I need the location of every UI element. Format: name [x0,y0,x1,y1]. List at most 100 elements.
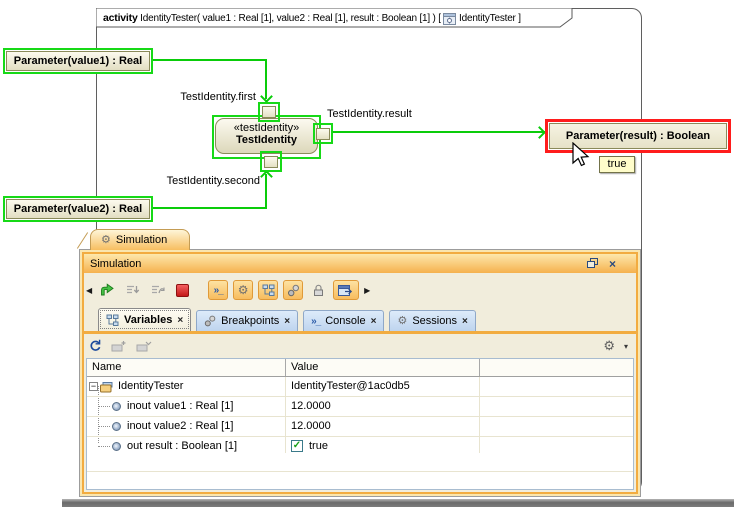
float-window-icon[interactable] [586,258,599,269]
parameter-value2-node[interactable]: Parameter(value2) : Real [3,196,153,222]
row-value: 12.0000 [291,400,331,412]
tab-breakpoints[interactable]: Breakpoints × [196,310,299,331]
flow-value1-drop [265,59,267,99]
header-divider-1[interactable] [285,359,286,376]
mouse-cursor [572,142,590,167]
result-checkbox[interactable]: ✓ [291,440,303,452]
panel-tabs: Variables × Breakpoints × »_ Console × ⚙… [84,307,636,331]
frame-signature: IdentityTester( value1 : Real [1], value… [137,13,444,24]
activity-diagram-icon [443,12,457,25]
slot-icon [112,442,121,451]
parameter-value1-label: Parameter(value1) : Real [6,51,150,71]
flow-value2-rise [265,174,267,209]
step-into-icon [126,285,139,294]
open-in-new-window-icon [338,284,353,296]
pin-first[interactable] [258,102,280,122]
active-tab-strip [84,331,636,334]
simulation-toolbar: ◀ »_ ⚙ [84,273,636,307]
console-icon: »_ [311,315,321,327]
row-value: 12.0000 [291,420,331,432]
column-header-name[interactable]: Name [92,361,122,373]
breakpoints-toggle-button[interactable] [283,280,304,300]
add-watch-icon[interactable] [111,340,127,353]
variables-tree-icon [106,314,119,326]
action-testidentity[interactable]: «testIdentity» TestIdentity [215,118,318,154]
row-name: inout value1 : Real [1] [127,400,234,412]
simulation-config-gear-icon: ⚙ [237,283,249,297]
open-in-new-window-button[interactable] [333,280,360,300]
sessions-gear-icon: ⚙ [397,315,408,327]
table-header: Name Value [87,359,633,377]
tab-variables[interactable]: Variables × [98,308,192,331]
tab-console-close-icon[interactable]: × [370,315,377,327]
action-name: TestIdentity [236,134,297,146]
flow-value2 [151,207,267,209]
header-divider-2[interactable] [479,359,480,376]
variables-toolbar: ⚙ ▾ [84,334,636,358]
resume-button[interactable] [97,280,117,300]
tree-vertical-dots [98,386,99,443]
row-name: IdentityTester [118,380,184,392]
column-header-value[interactable]: Value [291,361,319,373]
terminate-button[interactable] [172,280,192,300]
instance-icon [100,382,113,393]
lock-button[interactable] [308,280,328,300]
resume-icon [101,283,114,296]
tab-sessions-label: Sessions [412,315,457,327]
variables-table: Name Value − IdentityTester IdentityTest… [86,358,634,490]
tab-breakpoints-close-icon[interactable]: × [284,315,291,327]
variables-toggle-icon [262,284,275,296]
simulation-gear-icon: ⚙ [101,234,111,246]
breakpoints-toggle-icon [287,284,299,296]
remove-watch-icon[interactable] [136,340,152,353]
toolbar-overflow-right[interactable]: ▶ [364,285,371,295]
step-into-button[interactable] [122,280,142,300]
tree-dot-stub [98,446,110,447]
tab-console[interactable]: »_ Console × [303,310,385,331]
terminate-icon [175,283,189,297]
lock-icon [313,284,323,296]
tree-dot-stub [98,406,110,407]
simulation-config-button[interactable]: ⚙ [233,280,254,300]
parameter-value1-node[interactable]: Parameter(value1) : Real [3,48,153,74]
pin-second-label: TestIdentity.second [166,175,260,187]
toolbar-overflow-left[interactable]: ◀ [86,285,93,295]
panel-titlebar: Simulation × [84,254,636,273]
frame-keyword: activity [103,12,138,24]
row-value: IdentityTester@1ac0db5 [291,380,410,392]
options-gear-icon[interactable]: ⚙ [603,338,615,353]
simulation-panel: Simulation × ◀ »_ ⚙ [79,249,641,497]
empty-rows [87,453,633,489]
variables-toggle-button[interactable] [258,280,279,300]
table-row[interactable]: − IdentityTester IdentityTester@1ac0db5 [87,377,633,397]
parameter-value2-label: Parameter(value2) : Real [6,199,150,219]
pin-result-square [316,127,330,140]
slot-icon [112,402,121,411]
frame-diagram-ref: IdentityTester ] [456,13,521,24]
flow-value1 [151,59,267,61]
tree-dot-stub [98,426,110,427]
pin-result[interactable] [313,123,333,144]
tab-sessions[interactable]: ⚙ Sessions × [389,310,476,331]
table-row[interactable]: inout value1 : Real [1] 12.0000 [87,397,633,417]
step-over-button[interactable] [147,280,167,300]
slot-icon [112,422,121,431]
close-icon[interactable]: × [608,256,616,271]
refresh-icon[interactable] [88,339,102,353]
pin-second-square [264,155,278,168]
panel-title: Simulation [90,257,142,270]
tab-variables-close-icon[interactable]: × [177,314,184,326]
pin-first-square [262,106,276,118]
tab-sessions-close-icon[interactable]: × [461,315,468,327]
parameter-result-label: Parameter(result) : Boolean [549,123,727,149]
pin-first-label: TestIdentity.first [180,91,256,103]
tab-breakpoints-label: Breakpoints [221,315,280,327]
row-name: out result : Boolean [1] [127,440,238,452]
collapse-expander[interactable]: − [89,381,98,391]
table-row[interactable]: inout value2 : Real [1] 12.0000 [87,417,633,437]
console-toggle-button[interactable]: »_ [208,280,229,300]
dropdown-arrow-icon[interactable]: ▾ [623,341,628,351]
pin-second[interactable] [260,151,282,172]
dock-tab-simulation[interactable]: ⚙ Simulation [90,229,190,250]
